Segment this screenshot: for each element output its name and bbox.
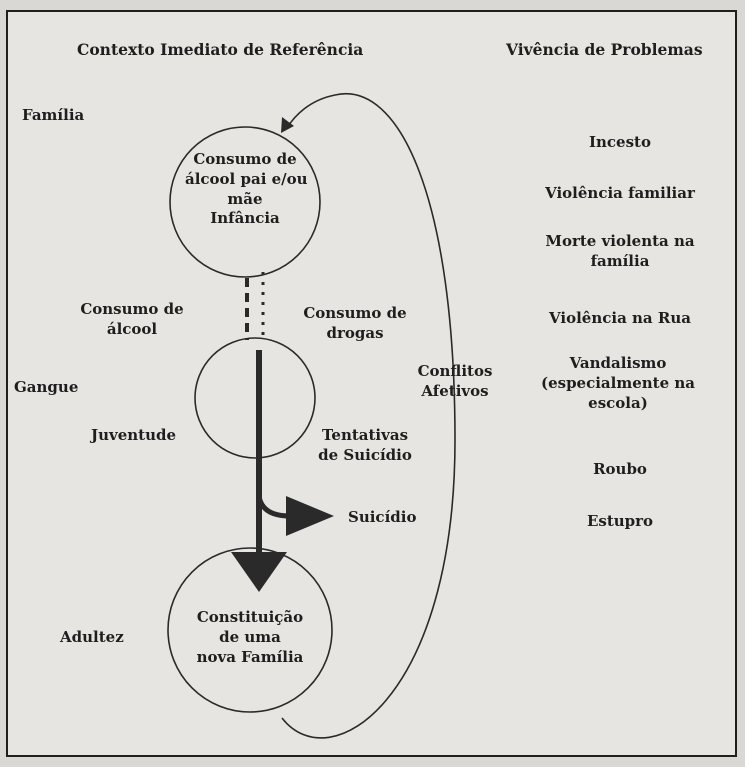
figure-frame: [6, 10, 737, 757]
conflicts-line-2: Afetivos: [421, 381, 489, 400]
alcohol-consumption-label: Consumo de álcool: [72, 300, 192, 340]
problem-violent-death: Morte violenta na família: [545, 232, 695, 270]
drugs-line-2: drogas: [326, 323, 384, 342]
new-family-circle-text: Constituição de uma nova Família: [190, 608, 310, 667]
drugs-line-1: Consumo de: [303, 304, 407, 322]
suicide-branch-head: [286, 496, 334, 536]
childhood-line-4: Infância: [210, 209, 280, 228]
childhood-line-1: Consumo de: [193, 150, 297, 168]
youth-label: Juventude: [91, 426, 177, 444]
problem-rape: Estupro: [586, 512, 654, 530]
paper: [6, 10, 737, 757]
problem-family-violence: Violência familiar: [545, 184, 695, 202]
affective-conflicts-label: Conflitos Afetivos: [410, 362, 500, 402]
gang-label: Gangue: [14, 378, 79, 396]
suicide-label: Suicídio: [348, 508, 417, 526]
conflicts-line-1: Conflitos: [417, 362, 493, 380]
family-label: Família: [22, 106, 85, 124]
main-arrow-head: [231, 552, 287, 592]
cycle-loop-arrowhead: [281, 117, 294, 133]
youth-circle: [194, 337, 316, 459]
adulthood-label: Adultez: [60, 628, 124, 646]
suicide-branch-shaft: [256, 495, 291, 519]
problems-header: Vivência de Problemas: [506, 40, 703, 59]
suicide-attempts-label: Tentativas de Suicídio: [310, 426, 420, 466]
new-family-circle: [167, 547, 333, 713]
context-header: Contexto Imediato de Referência: [77, 40, 364, 59]
childhood-circle-text: Consumo de álcool pai e/ou mãe Infância: [185, 150, 308, 229]
problem-robbery: Roubo: [593, 460, 647, 478]
alcohol-line-2: álcool: [106, 319, 158, 338]
attempts-line-2: de Suicídio: [318, 445, 412, 464]
alcohol-line-1: Consumo de: [80, 300, 184, 318]
childhood-circle: [169, 126, 321, 278]
new-family-line-3: nova Família: [196, 647, 304, 666]
childhood-line-3: mãe: [227, 189, 263, 208]
new-family-line-1: Constituição: [196, 608, 304, 626]
drug-consumption-label: Consumo de drogas: [300, 304, 410, 344]
new-family-line-2: de uma: [219, 627, 281, 646]
attempts-line-1: Tentativas: [321, 426, 409, 444]
problem-street-violence: Violência na Rua: [549, 309, 691, 327]
problem-incest: Incesto: [589, 133, 651, 151]
cycle-loop-curve: [281, 92, 456, 739]
childhood-line-2: álcool pai e/ou: [185, 169, 308, 188]
problem-vandalism: Vandalismo (especialmente na escola): [540, 354, 695, 412]
